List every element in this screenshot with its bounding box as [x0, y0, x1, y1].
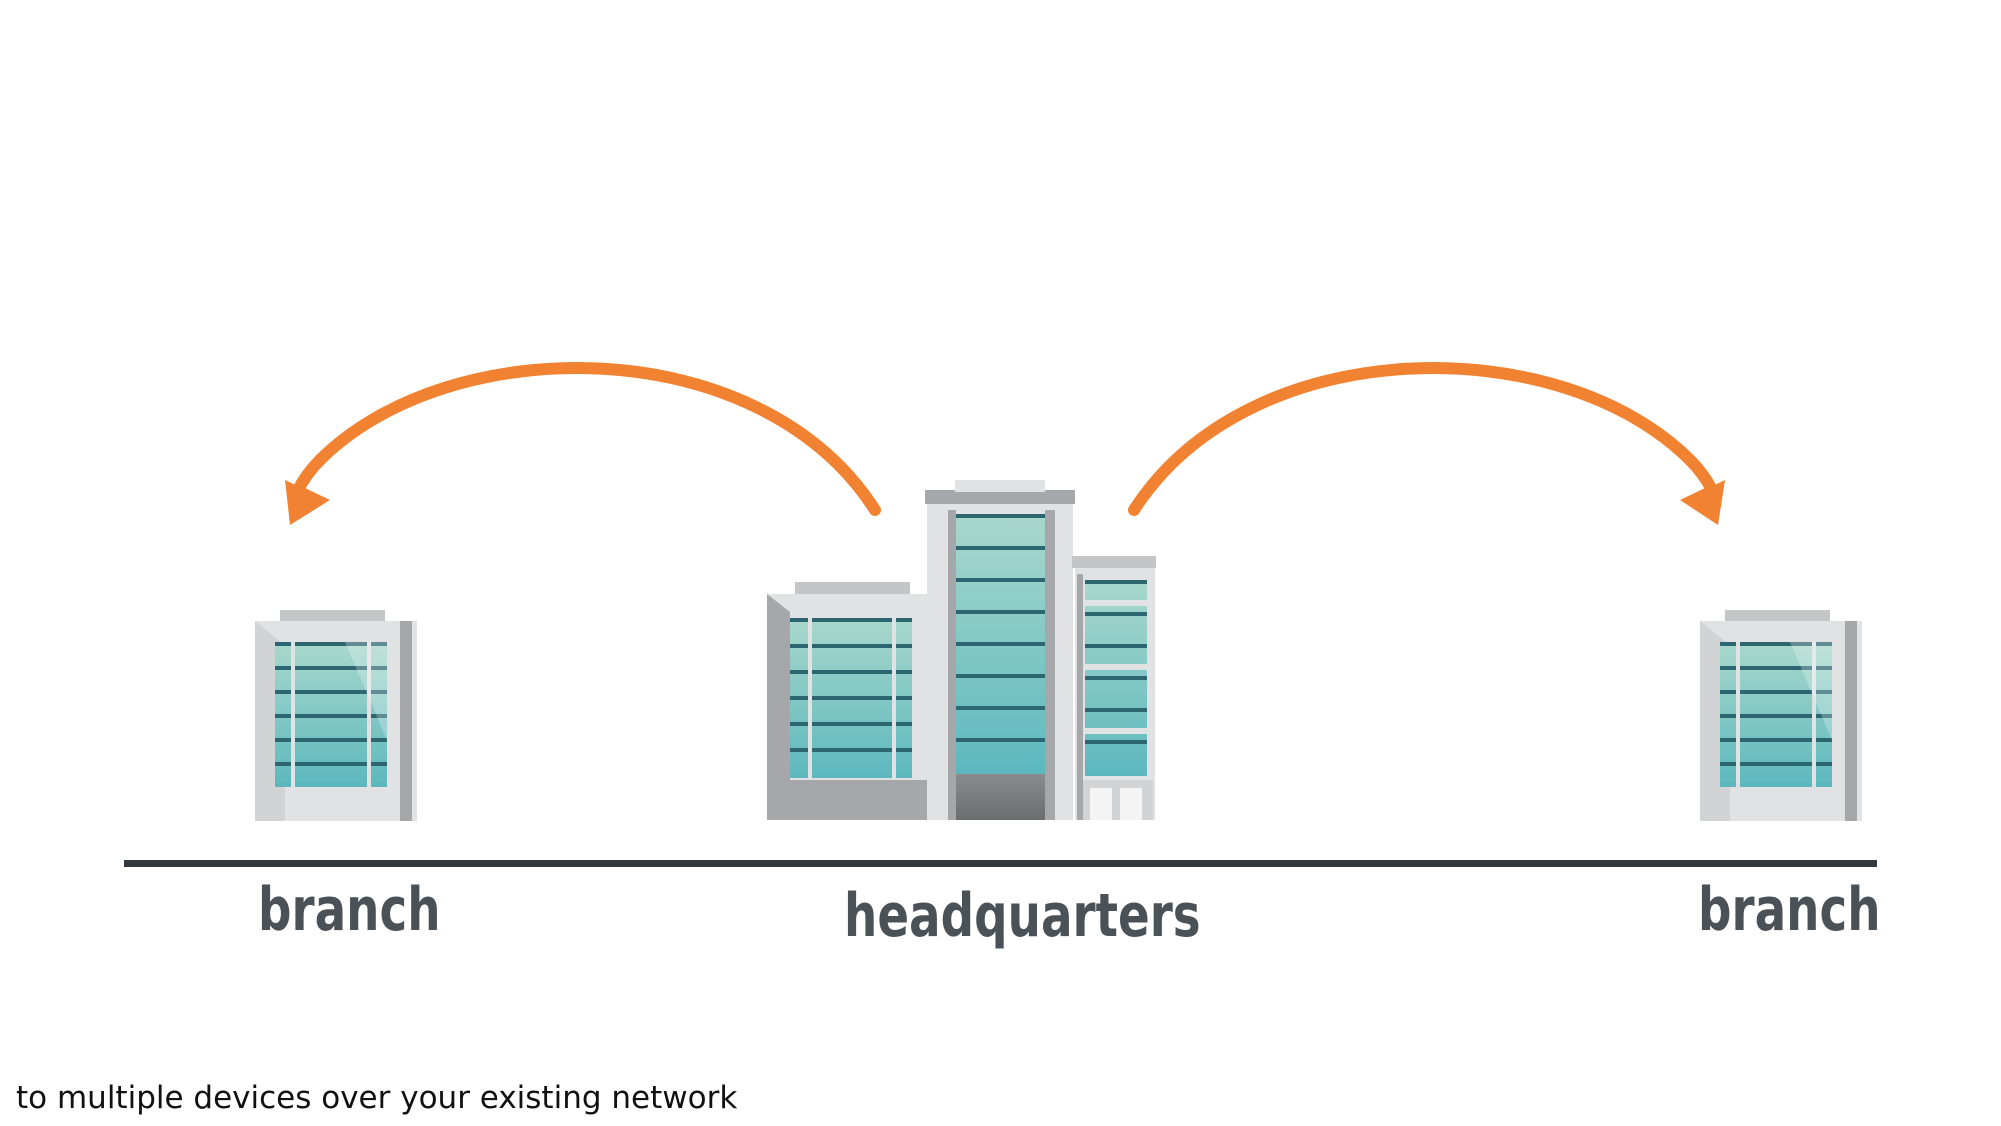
- right-branch-building: [1700, 610, 1862, 821]
- left-branch-label: branch: [258, 875, 441, 945]
- left-branch-building: [255, 610, 417, 821]
- headquarters-building: [767, 480, 1156, 820]
- headquarters-label: headquarters: [844, 881, 1201, 951]
- arrowhead-right-icon: [1680, 488, 1718, 525]
- caption-text: to multiple devices over your existing n…: [16, 1080, 738, 1116]
- arrow-to-left-branch: [285, 362, 881, 525]
- arrowhead-left-icon: [290, 488, 330, 525]
- ground-line: [124, 860, 1877, 867]
- arrow-to-right-branch: [1128, 362, 1725, 525]
- right-branch-label: branch: [1698, 875, 1881, 945]
